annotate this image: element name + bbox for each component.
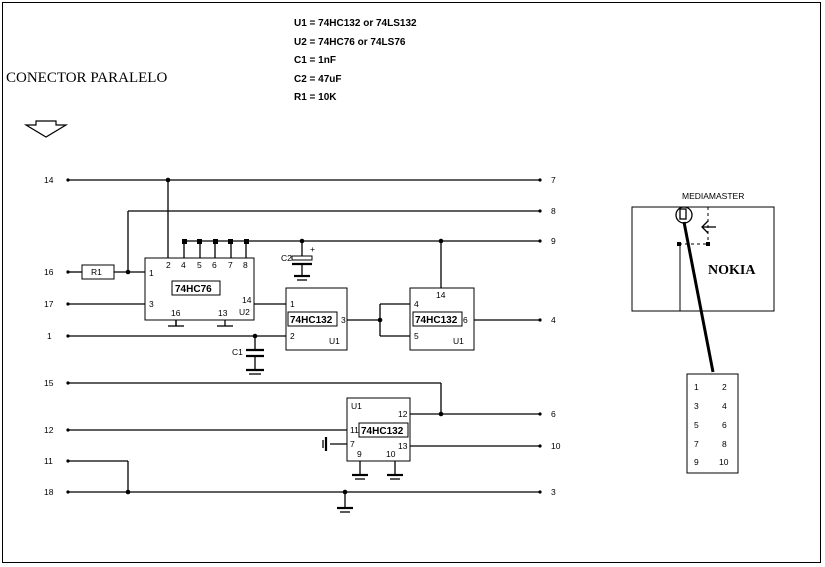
pin-label-18: 18: [44, 487, 54, 497]
connector-pin-3: 3: [694, 401, 699, 411]
u1a-part: 74HC132: [290, 315, 333, 326]
ground-icon: [352, 473, 368, 480]
u2-pin-5: 5: [197, 260, 202, 270]
parallel-pin-labels: 14 16 17 1 15 12 11 18 7 8 9 4 6 10 3: [44, 175, 561, 497]
pin-label-11: 11: [44, 456, 53, 466]
u1a-pin-2: 2: [290, 331, 295, 341]
note-u1: U1 = 74HC132 or 74LS132: [294, 18, 417, 29]
note-u2: U2 = 74HC76 or 74LS76: [294, 37, 406, 48]
phone-brand: NOKIA: [708, 263, 756, 278]
ic-u1b: 14 4 5 6 U1 74HC132: [409, 287, 475, 351]
connector-pin-2: 2: [722, 382, 727, 392]
pin-label-4: 4: [551, 315, 556, 325]
ground-symbols: [168, 274, 403, 513]
u2-pin-2: 2: [166, 260, 171, 270]
u1b-pin-14: 14: [436, 290, 446, 300]
u2-pin-7: 7: [228, 260, 233, 270]
u1c-pin-7: 7: [350, 439, 355, 449]
pin-label-3: 3: [551, 487, 556, 497]
u2-pin-13: 13: [218, 308, 228, 318]
u1b-pin-4: 4: [414, 299, 419, 309]
u2-pin-6: 6: [212, 260, 217, 270]
u1c-pin-10: 10: [386, 449, 396, 459]
u2-pin-16: 16: [171, 308, 181, 318]
down-arrow-icon: [23, 120, 69, 138]
u2-pin-1: 1: [149, 268, 154, 278]
note-c2: C2 = 47uF: [294, 74, 342, 85]
u2-pin-4: 4: [181, 260, 186, 270]
u2-part: 74HC76: [175, 284, 212, 295]
pin-label-7: 7: [551, 175, 556, 185]
ground-icon: [246, 368, 264, 375]
capacitor-c1: C1: [232, 347, 264, 370]
u1a-pin-1: 1: [290, 299, 295, 309]
c2-label: C2: [281, 253, 292, 263]
connector-pin-5: 5: [694, 420, 699, 430]
u1c-pin-11: 11: [350, 425, 359, 435]
note-r1: R1 = 10K: [294, 92, 337, 103]
diagram-title: CONECTOR PARALELO: [6, 70, 167, 86]
c2-polarity: +: [310, 244, 315, 254]
u1c-part: 74HC132: [361, 426, 404, 437]
nokia-phone: MEDIAMASTER NOKIA: [631, 191, 775, 373]
u2-pin-14: 14: [242, 295, 252, 305]
pin-label-14: 14: [44, 175, 54, 185]
u1c-pin-9: 9: [357, 449, 362, 459]
connector-pin-10: 10: [719, 457, 729, 467]
pin-label-1: 1: [47, 331, 52, 341]
u1a-pin-3: 3: [341, 315, 346, 325]
u1b-part: 74HC132: [415, 315, 458, 326]
c1-label: C1: [232, 347, 243, 357]
u1c-pin-12: 12: [398, 409, 408, 419]
r1-label: R1: [91, 267, 102, 277]
ground-icon: [387, 473, 403, 480]
resistor-r1: R1: [81, 264, 115, 280]
pin-label-12: 12: [44, 425, 54, 435]
pin-label-15: 15: [44, 378, 54, 388]
ic-u2: 2 4 5 6 7 8 1 3 16 13 14 U2 74HC76: [144, 257, 255, 321]
capacitor-c2: C2 +: [281, 244, 315, 276]
component-notes: U1 = 74HC132 or 74LS132 U2 = 74HC76 or 7…: [294, 18, 417, 103]
connector-pin-9: 9: [694, 457, 699, 467]
connector-pin-1: 1: [694, 382, 699, 392]
ground-icon: [294, 274, 310, 281]
ic-u1c: U1 12 11 7 13 9 10 74HC132: [346, 397, 411, 462]
note-c1: C1 = 1nF: [294, 55, 336, 66]
terminal-dots: [66, 178, 542, 494]
phone-caption: MEDIAMASTER: [682, 191, 744, 201]
arrow-left-icon: [701, 220, 716, 234]
connector-pin-6: 6: [722, 420, 727, 430]
ic-u1a: 1 2 3 U1 74HC132: [285, 287, 348, 351]
pin-label-10: 10: [551, 441, 561, 451]
u1c-ref: U1: [351, 401, 362, 411]
u2-ref: U2: [239, 307, 250, 317]
u1b-pin-6: 6: [463, 315, 468, 325]
pin-label-8: 8: [551, 206, 556, 216]
junctions: [125, 177, 444, 495]
u1b-pin-5: 5: [414, 331, 419, 341]
connector-pin-4: 4: [722, 401, 727, 411]
u1b-ref: U1: [453, 336, 464, 346]
connector-pin-7: 7: [694, 439, 699, 449]
pin-label-16: 16: [44, 267, 54, 277]
pin-label-9: 9: [551, 236, 556, 246]
u2-pin-3: 3: [149, 299, 154, 309]
ground-icon: [337, 506, 353, 513]
pin-label-6: 6: [551, 409, 556, 419]
ground-icon: [168, 320, 184, 327]
connector-pin-8: 8: [722, 439, 727, 449]
u1a-ref: U1: [329, 336, 340, 346]
u1c-pin-13: 13: [398, 441, 408, 451]
u2-pin-8: 8: [243, 260, 248, 270]
ground-icon: [322, 437, 328, 451]
header-connector: 1 2 3 4 5 6 7 8 9 10: [686, 373, 739, 474]
pin-label-17: 17: [44, 299, 54, 309]
